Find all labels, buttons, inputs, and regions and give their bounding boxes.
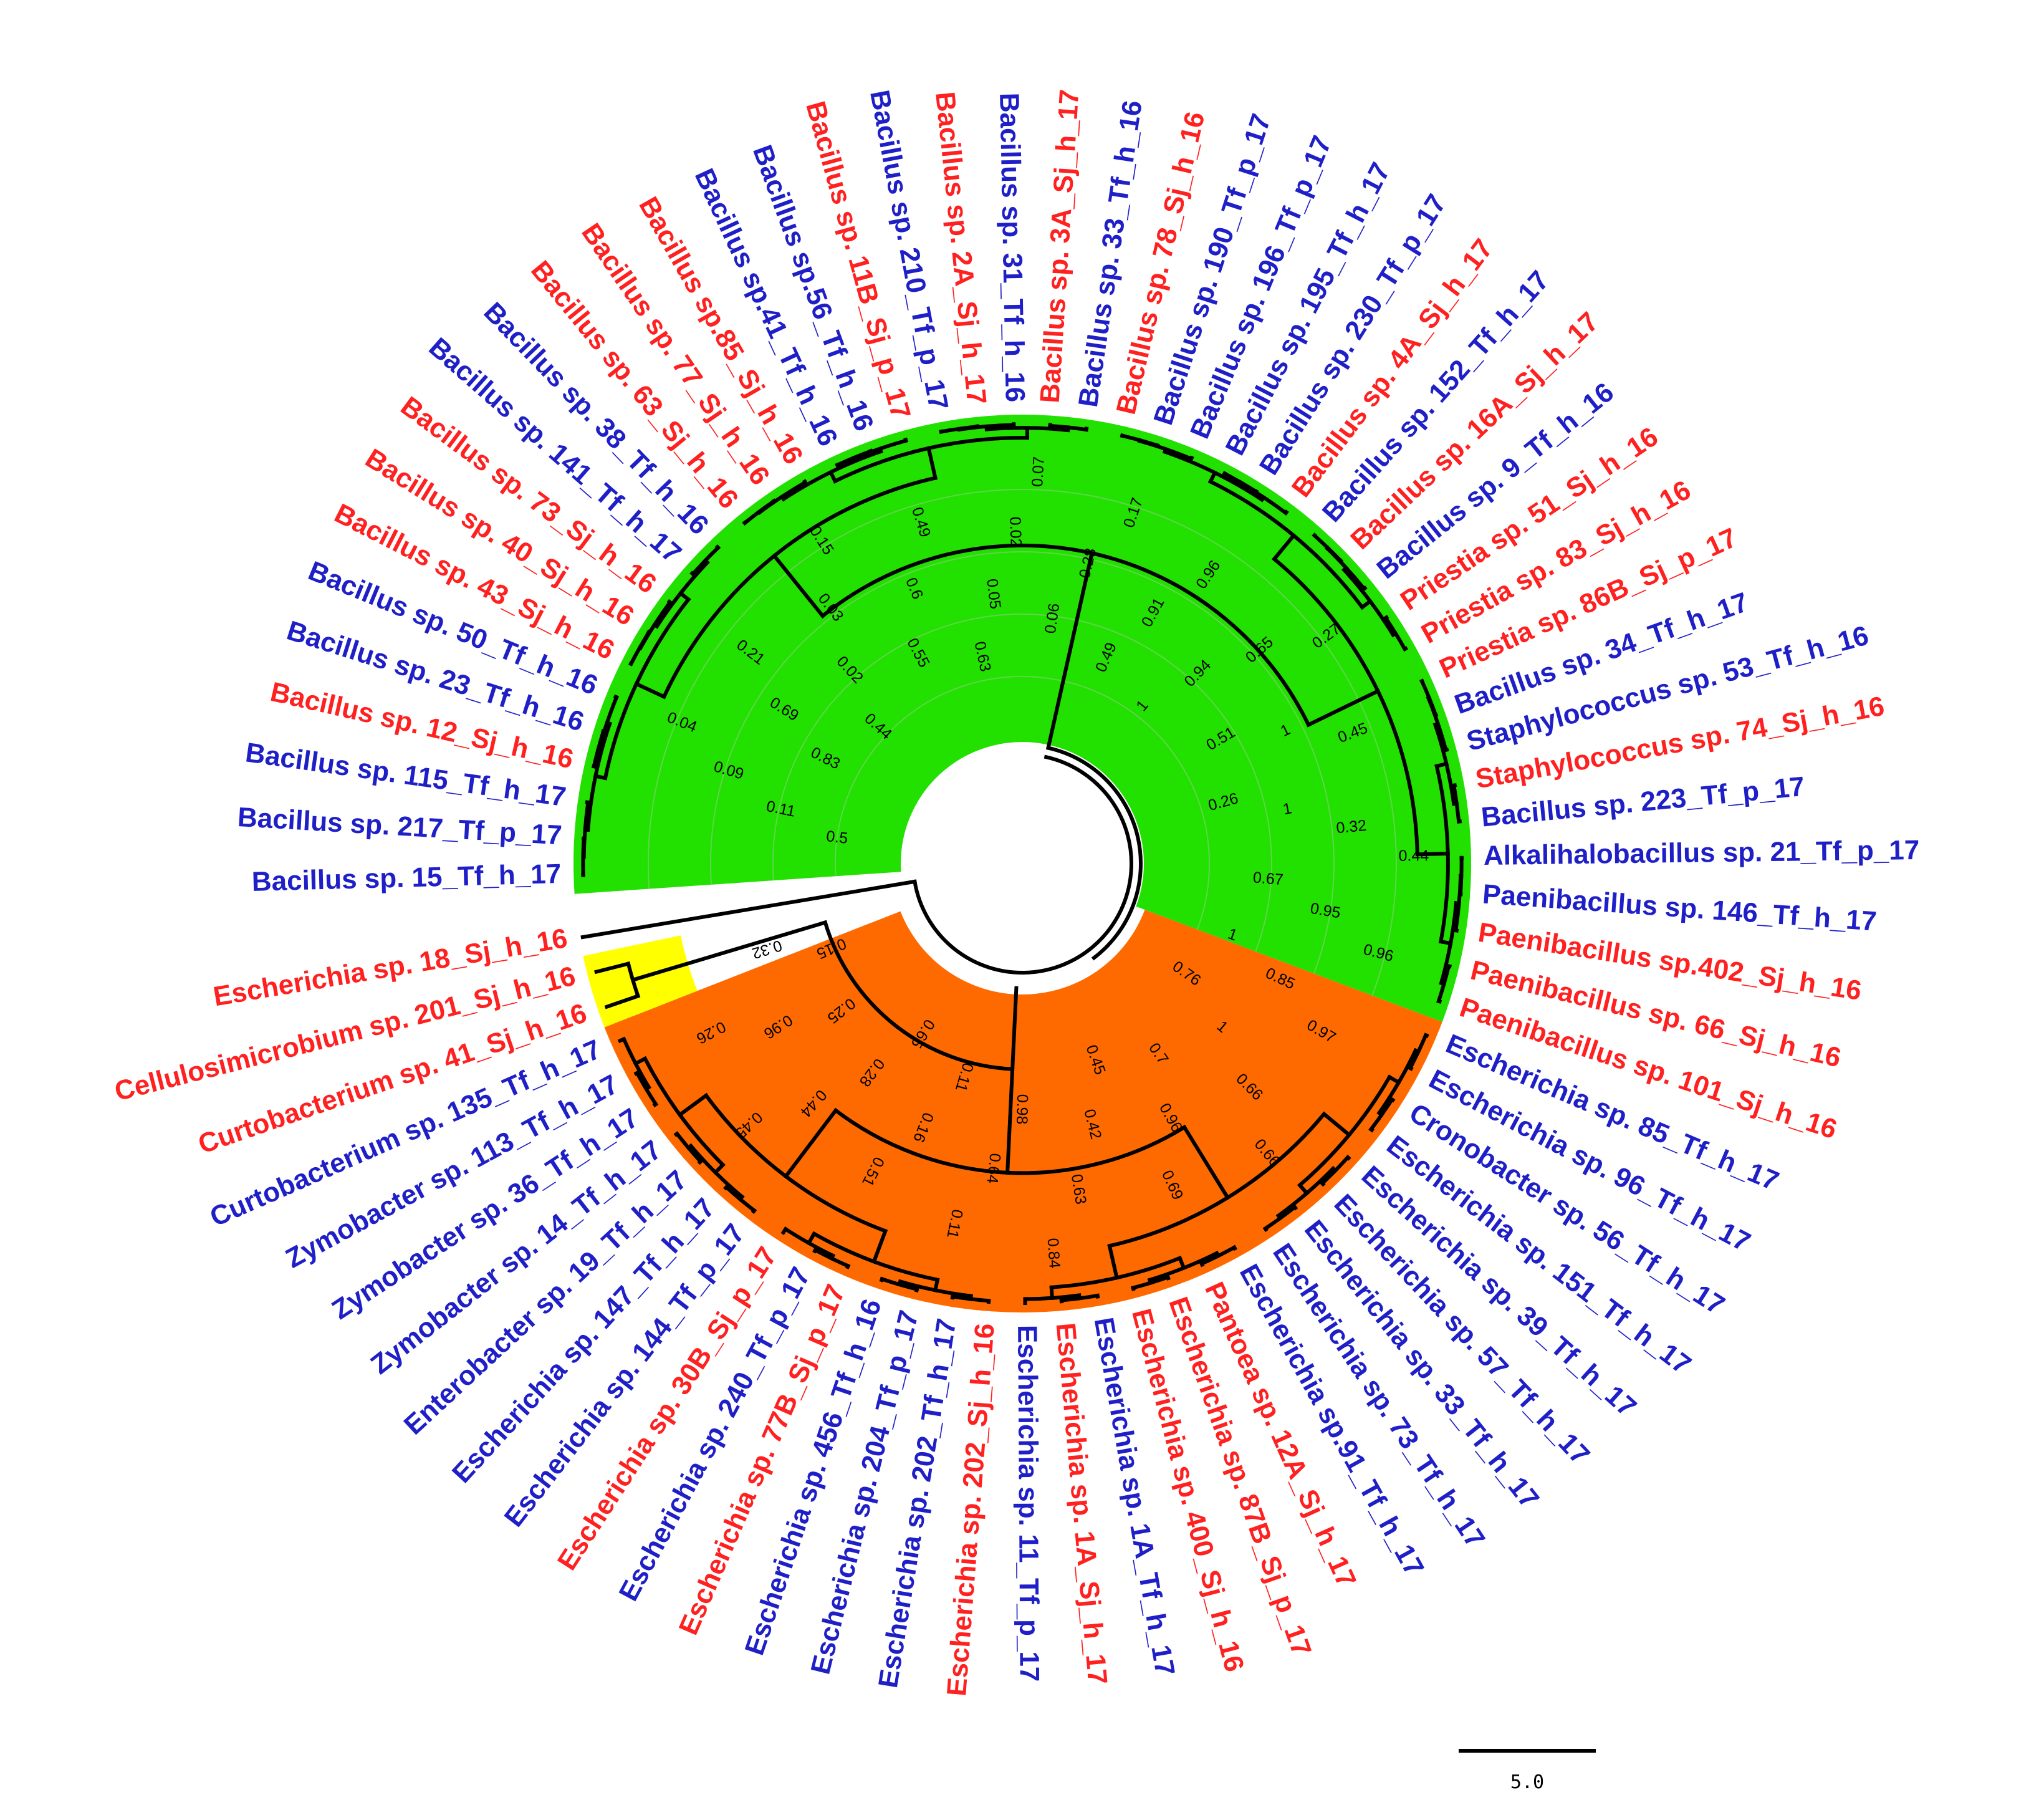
branch-radial [594,961,631,975]
clade-shading [573,415,1472,1312]
branch-radial [677,1092,709,1118]
support-value: 0.84 [1044,1238,1063,1269]
grid-ring [710,551,1335,974]
support-value: 0.64 [983,1152,1004,1185]
support-value: 0.32 [1335,817,1367,837]
scale-bar: 5.0 [1459,1749,1596,1793]
leaf-label: Escherichia sp. 11_Tf_p_17 [1012,1325,1045,1682]
support-value: 0.32 [750,936,784,962]
branch-radial [771,553,826,619]
branch-radial [1107,1243,1120,1280]
leaf-label: Bacillus sp. 15_Tf_h_17 [251,859,562,897]
branch-radial [580,879,917,940]
branch-radial [1271,532,1297,562]
support-value: 0.02 [1006,516,1025,547]
branch-radial [1306,688,1381,728]
leaf-label: Bacillus sp. 3A_Sj_h_17 [1035,89,1085,404]
leaf-label: Bacillus sp. 31_Tf_h_16 [994,92,1030,402]
clade-orange [604,910,1442,1312]
scale-bar-label: 5.0 [1510,1771,1544,1793]
grid-ring [647,489,1397,996]
support-value: 0.05 [983,577,1004,610]
support-value: 0.5 [825,827,849,847]
support-value: 0.98 [1013,1094,1031,1124]
support-value: 0.06 [1042,602,1063,635]
branch-radial [871,1228,888,1264]
branch-arc [1045,746,1143,961]
branch-radial [633,681,667,700]
branch-radial [926,446,938,481]
branch-radial [630,920,828,983]
branch-radial [783,1107,838,1179]
support-value: 1 [1282,799,1293,818]
branch-radial [1005,986,1019,1175]
support-value: 0.67 [1252,869,1284,888]
leaf-labels: Bacillus sp. 15_Tf_h_17 Bacillus sp. 217_… [112,88,1920,1697]
grid-ring [835,676,1210,930]
branch-radial [1321,1111,1352,1138]
leaf-label: Alkalihalobacillus sp. 21_Tf_p_17 [1484,835,1920,871]
support-value: 0.44 [1398,847,1429,864]
leaf-label: Staphylococcus sp. 74_Sj_h_16 [1473,691,1886,795]
branch-radial [604,993,641,1009]
tree-branches [580,422,1464,1306]
branch-arc [912,754,1133,975]
support-value: 0.07 [1029,456,1048,487]
grid-ring [772,614,1272,952]
branch-arc [823,920,1015,1071]
branch-radial [1045,551,1095,751]
clade-green [573,415,1472,1023]
leaf-label: Bacillus sp. 217_Tf_p_17 [237,802,563,851]
branch-radial [1181,1124,1231,1200]
